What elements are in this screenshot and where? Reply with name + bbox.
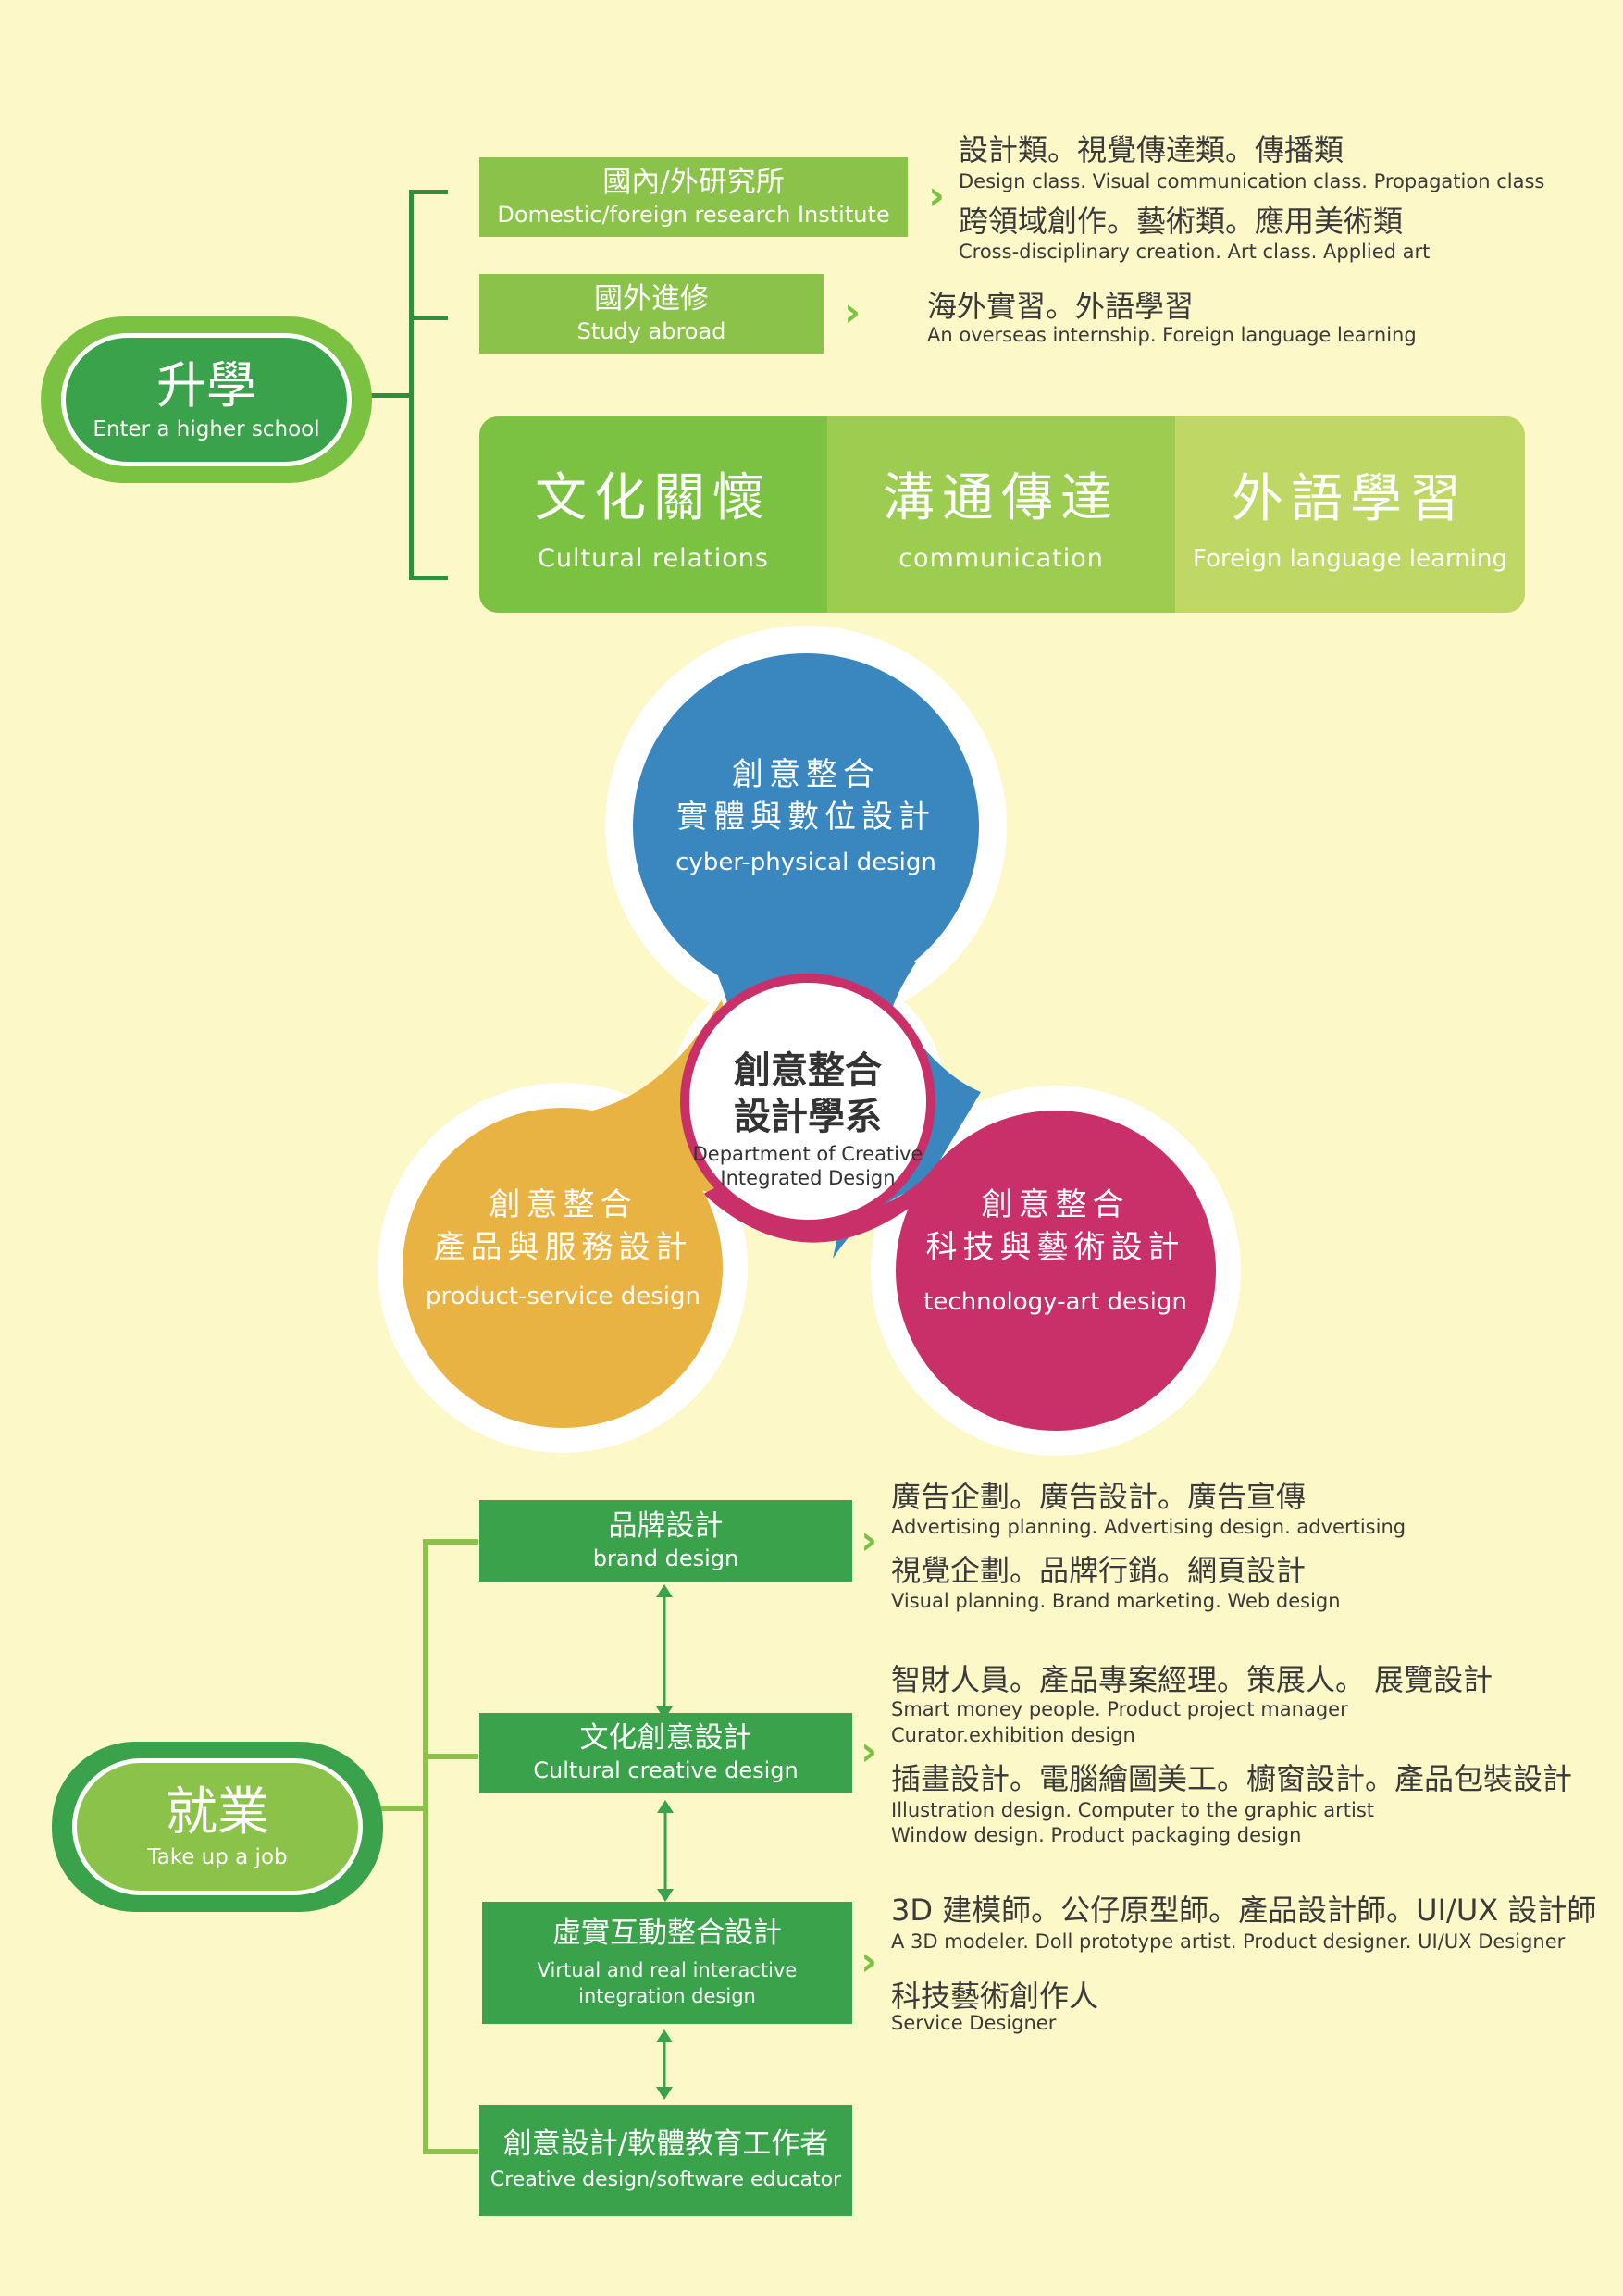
circle-cyber-physical-en: cyber-physical design <box>675 848 936 876</box>
hub-circle <box>689 983 926 1220</box>
bracket-tick <box>423 1754 478 1759</box>
institute-line2-zh: 跨領域創作。藝術類。應用美術類 <box>959 204 1404 239</box>
virtual-line2-zh: 科技藝術創作人 <box>891 1979 1099 2014</box>
virtual-real-box-en-a: Virtual and real interactive <box>537 1959 798 1982</box>
chevron-right-icon: › <box>861 1938 878 1985</box>
focus-band-language-en: Foreign language learning <box>1193 544 1507 573</box>
educator-box-zh: 創意設計/軟體教育工作者 <box>502 2128 829 2162</box>
study-abroad-box-en: Study abroad <box>576 317 726 344</box>
abroad-line1-en: An overseas internship. Foreign language… <box>927 324 1417 346</box>
virtual-real-box-en-b: integration design <box>578 1984 756 2007</box>
cultural-line2-en-a: Illustration design. Computer to the gra… <box>891 1799 1375 1821</box>
institute-line1-zh: 設計類。視覺傳達類。傳播類 <box>959 132 1344 168</box>
hub-en2: Integrated Design <box>720 1167 896 1190</box>
hub-en1: Department of Creative <box>692 1143 923 1165</box>
bracket-tick <box>423 2149 478 2154</box>
virtual-line2-en: Service Designer <box>891 2012 1057 2034</box>
focus-band: 文化關懷 Cultural relations 溝通傳達 communicati… <box>479 416 1525 613</box>
circle-technology-art-en: technology-art design <box>923 1287 1187 1316</box>
focus-band-communication-zh: 溝通傳達 <box>883 468 1120 528</box>
cultural-line1-en-a: Smart money people. Product project mana… <box>891 1698 1348 1720</box>
bracket-tick <box>409 576 448 580</box>
educator-box-en: Creative design/software educator <box>489 2168 842 2192</box>
cultural-line1-en-b: Curator.exhibition design <box>891 1724 1135 1746</box>
focus-band-cultural: 文化關懷 Cultural relations <box>479 416 827 613</box>
circle-technology-art-label: 創意整合 科技與藝術設計 technology-art design <box>896 1185 1215 1316</box>
circle-cyber-physical-zh1: 創意整合 <box>732 756 880 793</box>
circle-product-service <box>403 1108 723 1428</box>
virtual-line1-en: A 3D modeler. Doll prototype artist. Pro… <box>891 1930 1566 1953</box>
virtual-real-box: 虛實互動整合設計 Virtual and real interactive in… <box>482 1902 852 2024</box>
circle-product-service-en: product-service design <box>425 1282 701 1310</box>
bracket-connector <box>381 1806 425 1811</box>
higher-school-badge-inner: 升學 Enter a higher school <box>61 333 352 466</box>
job-badge-inner: 就業 Take up a job <box>72 1758 363 1895</box>
hub-zh2: 設計學系 <box>734 1096 882 1138</box>
institute-box-en: Domestic/foreign research Institute <box>497 201 890 228</box>
study-abroad-box: 國外進修 Study abroad <box>479 274 824 354</box>
institute-line2-en: Cross-disciplinary creation. Art class. … <box>959 241 1431 263</box>
chevron-right-icon: › <box>861 1517 878 1564</box>
bracket-vertical <box>409 190 414 580</box>
circle-product-service-zh2: 產品與服務設計 <box>433 1228 693 1266</box>
hub-label: 創意整合 設計學系 Department of Creative Integra… <box>689 1048 926 1191</box>
circle-technology-art-zh1: 創意整合 <box>981 1186 1130 1223</box>
chevron-right-icon: › <box>861 1728 878 1775</box>
chevron-right-icon: › <box>928 172 946 219</box>
circle-cyber-physical <box>633 653 979 999</box>
focus-band-cultural-zh: 文化關懷 <box>535 468 772 528</box>
virtual-real-box-zh: 虛實互動整合設計 <box>552 1917 782 1951</box>
circle-cyber-physical-zh2: 實體與數位設計 <box>676 798 935 836</box>
bracket-tick <box>409 190 448 194</box>
circle-product-service-label: 創意整合 產品與服務設計 product-service design <box>403 1185 723 1310</box>
circle-product-service-zh1: 創意整合 <box>489 1186 638 1223</box>
circle-technology-art <box>896 1111 1216 1431</box>
cultural-creative-box-en: Cultural creative design <box>533 1756 799 1783</box>
cultural-creative-box-zh: 文化創意設計 <box>579 1721 752 1756</box>
focus-band-cultural-en: Cultural relations <box>538 544 769 573</box>
study-abroad-box-zh: 國外進修 <box>594 282 709 316</box>
focus-band-communication-en: communication <box>898 544 1104 573</box>
institute-box-zh: 國內/外研究所 <box>602 166 785 200</box>
bracket-tick <box>409 316 448 320</box>
institute-line1-en: Design class. Visual communication class… <box>959 170 1545 192</box>
bracket-vertical <box>423 1539 428 2154</box>
circle-technology-art-zh2: 科技與藝術設計 <box>925 1228 1185 1266</box>
focus-band-language-zh: 外語學習 <box>1232 468 1468 529</box>
double-arrow-icon <box>656 1584 673 1719</box>
brand-design-box-zh: 品牌設計 <box>608 1509 724 1544</box>
abroad-line1-zh: 海外實習。外語學習 <box>927 289 1195 324</box>
higher-school-title: 升學 <box>156 356 256 416</box>
focus-band-language: 外語學習 Foreign language learning <box>1175 416 1525 613</box>
bracket-connector <box>368 393 411 398</box>
cultural-creative-box: 文化創意設計 Cultural creative design <box>479 1713 852 1793</box>
cultural-line2-zh: 插畫設計。電腦繪圖美工。櫥窗設計。產品包裝設計 <box>891 1761 1573 1796</box>
virtual-line1-zh: 3D 建模師。公仔原型師。產品設計師。UI/UX 設計師 <box>891 1893 1597 1928</box>
circle-cyber-physical-label: 創意整合 實體與數位設計 cyber-physical design <box>633 754 979 876</box>
institute-box: 國內/外研究所 Domestic/foreign research Instit… <box>479 157 908 237</box>
brand-line1-en: Advertising planning. Advertising design… <box>891 1516 1406 1538</box>
brand-line1-zh: 廣告企劃。廣告設計。廣告宣傳 <box>891 1479 1307 1514</box>
lobe-magenta <box>703 1157 944 1243</box>
brand-design-box-en: brand design <box>592 1545 739 1571</box>
job-subtitle: Take up a job <box>147 1844 288 1869</box>
brand-design-box: 品牌設計 brand design <box>479 1500 852 1582</box>
focus-band-communication: 溝通傳達 communication <box>827 416 1175 613</box>
brand-line2-en: Visual planning. Brand marketing. Web de… <box>891 1590 1341 1612</box>
brand-line2-zh: 視覺企劃。品牌行銷。網頁設計 <box>891 1553 1307 1588</box>
double-arrow-icon <box>656 2029 673 2100</box>
bracket-tick <box>423 1539 478 1545</box>
higher-school-subtitle: Enter a higher school <box>93 416 320 441</box>
cultural-line2-en-b: Window design. Product packaging design <box>891 1824 1302 1846</box>
job-title: 就業 <box>166 1782 269 1843</box>
cultural-line1-zh: 智財人員。產品專案經理。策展人。 展覽設計 <box>891 1662 1493 1697</box>
educator-box: 創意設計/軟體教育工作者 Creative design/software ed… <box>479 2105 852 2216</box>
hub-zh1: 創意整合 <box>734 1049 882 1092</box>
double-arrow-icon <box>657 1800 674 1902</box>
chevron-right-icon: › <box>844 289 861 336</box>
